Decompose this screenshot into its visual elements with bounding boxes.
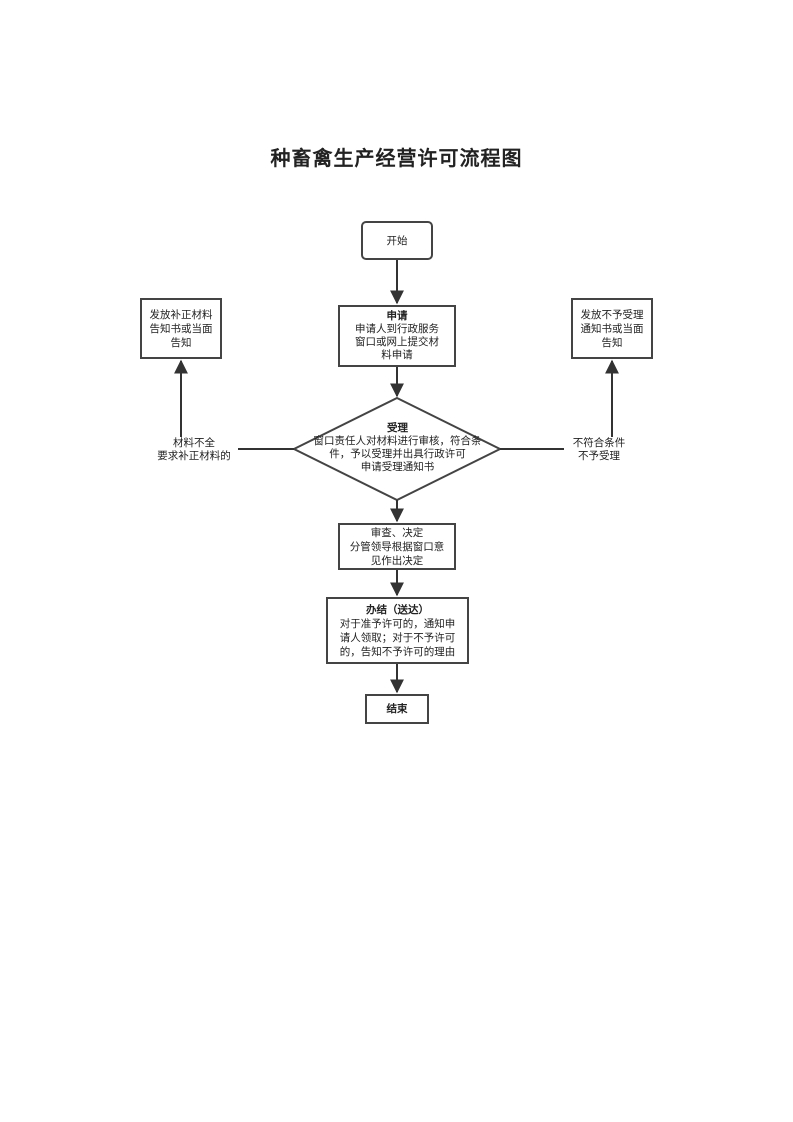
apply-line: 料申请: [381, 349, 413, 361]
close-node: 办结（送达） 对于准予许可的，通知申 请人领取；对于不予许可 的，告知不予许可的…: [326, 597, 469, 664]
accept-heading: 受理: [387, 422, 408, 434]
end-node: 结束: [365, 694, 429, 724]
apply-line: 窗口或网上提交材: [355, 336, 439, 348]
accept-line: 申请受理通知书: [360, 461, 435, 473]
accept-line: 件，予以受理并出具行政许可: [329, 448, 466, 460]
review-line: 见作出决定: [370, 554, 424, 567]
left-notice-line: 发放补正材料: [149, 308, 213, 321]
left-notice-line: 告知: [170, 336, 192, 349]
review-line: 审查、决定: [370, 526, 424, 539]
right-notice-line: 通知书或当面: [580, 322, 644, 335]
review-node: 审查、决定 分管领导根据窗口意 见作出决定: [338, 523, 456, 570]
close-line: 的，告知不予许可的理由: [339, 645, 456, 658]
apply-heading: 申请: [386, 310, 408, 322]
left-edge-label-line: 要求补正材料的: [157, 450, 231, 462]
left-notice-line: 告知书或当面: [149, 322, 213, 335]
arrow-accept-to-right-notice: [500, 359, 619, 450]
start-node: 开始: [361, 221, 433, 260]
end-label: 结束: [386, 703, 408, 715]
right-edge-label-line: 不符合条件: [572, 437, 626, 449]
close-line: 对于准予许可的，通知申: [339, 617, 456, 630]
left-edge-label: 材料不全 要求补正材料的: [150, 437, 238, 463]
close-heading: 办结（送达）: [366, 603, 429, 616]
arrow-accept-to-left-notice: [174, 359, 294, 450]
apply-line: 申请人到行政服务: [355, 323, 439, 335]
right-notice-node: 发放不予受理 通知书或当面 告知: [571, 298, 653, 359]
close-line: 请人领取；对于不予许可: [339, 631, 456, 644]
right-edge-label: 不符合条件 不予受理: [564, 437, 634, 463]
right-edge-label-line: 不予受理: [578, 450, 620, 462]
page-title: 种畜禽生产经营许可流程图: [270, 146, 523, 170]
review-line: 分管领导根据窗口意: [349, 540, 445, 553]
apply-node: 申请 申请人到行政服务 窗口或网上提交材 料申请: [338, 305, 456, 367]
accept-line: 窗口责任人对材料进行审核，符合条: [313, 435, 482, 447]
left-notice-node: 发放补正材料 告知书或当面 告知: [140, 298, 222, 359]
right-notice-line: 告知: [601, 336, 623, 349]
accept-node: 受理 窗口责任人对材料进行审核，符合条 件，予以受理并出具行政许可 申请受理通知…: [305, 422, 490, 474]
start-label: 开始: [386, 234, 408, 247]
left-edge-label-line: 材料不全: [173, 437, 215, 449]
right-notice-line: 发放不予受理: [580, 308, 644, 321]
